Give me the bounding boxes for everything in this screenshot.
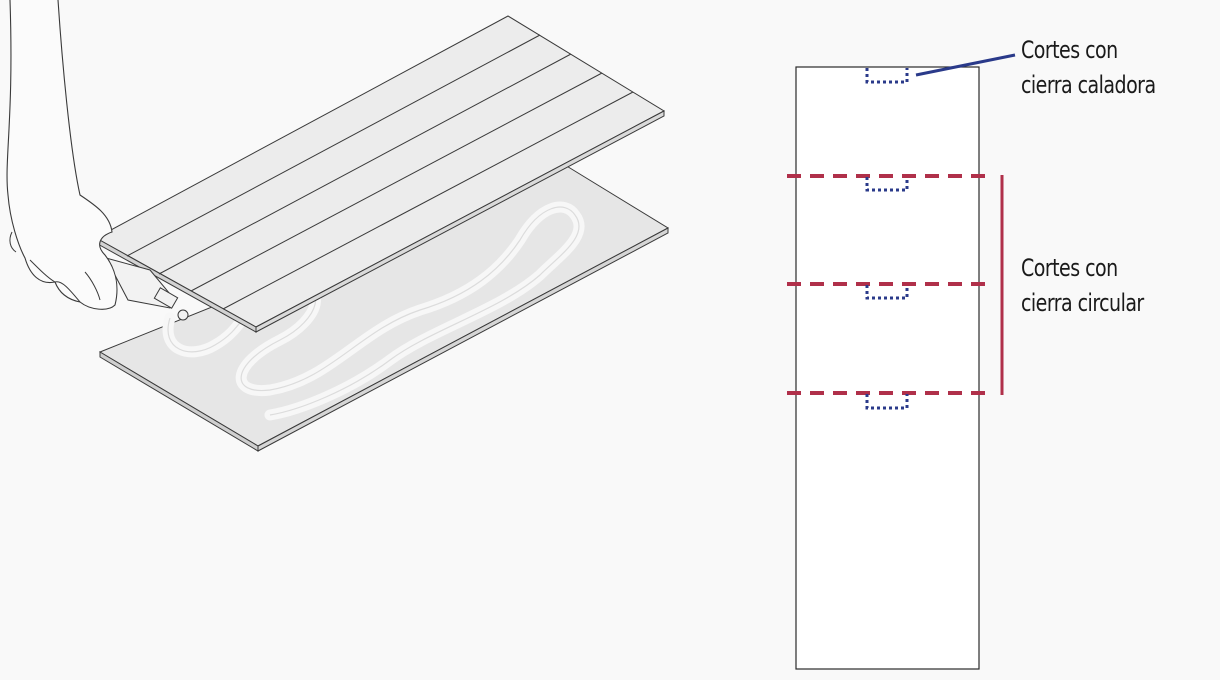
circular-cuts-label-line2: cierra circular	[1021, 289, 1144, 317]
jigsaw-label-leader	[915, 53, 1016, 77]
jigsaw-notch-1	[865, 68, 909, 84]
circular-cuts-label: Cortes con cierra circular	[1021, 251, 1144, 321]
glue-bottle	[105, 257, 189, 321]
grooved-panel	[94, 15, 666, 333]
circular-cuts-label-line1: Cortes con	[1021, 254, 1118, 282]
glue-application-illustration	[6, 0, 670, 452]
board-outline	[795, 66, 980, 670]
circular-saw-cut-lines	[787, 174, 994, 395]
jigsaw-notch-2	[865, 177, 909, 192]
jigsaw-notch-4	[865, 394, 909, 410]
jigsaw-cuts-label-line1: Cortes con	[1021, 36, 1118, 64]
cut-plan-diagram	[787, 53, 1016, 670]
jigsaw-notch-3	[865, 285, 909, 300]
hand-outline	[6, 0, 118, 310]
jigsaw-cuts-label-line2: cierra caladora	[1021, 71, 1156, 99]
jigsaw-notch-cuts	[865, 68, 909, 410]
jigsaw-cuts-label: Cortes con cierra caladora	[1021, 33, 1156, 103]
